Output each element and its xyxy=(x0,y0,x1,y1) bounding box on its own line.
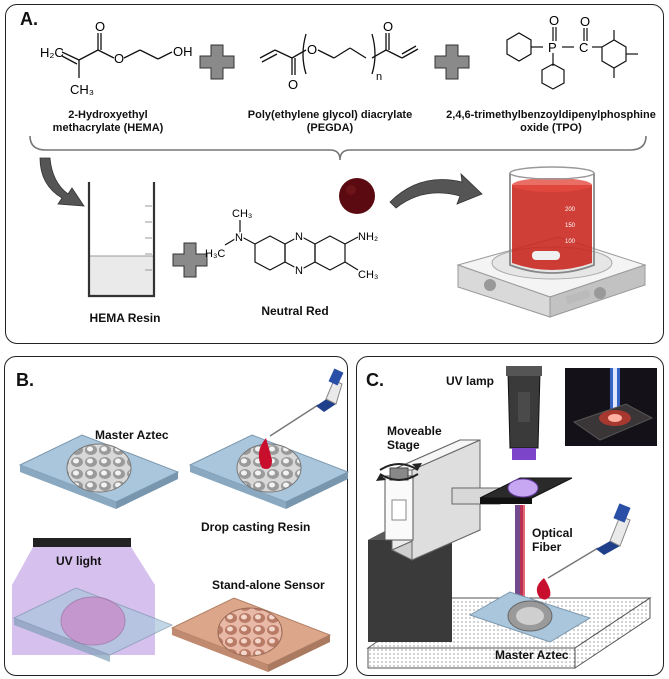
pegda-label: Poly(ethylene glycol) diacrylate (PEGDA) xyxy=(225,109,435,135)
curved-arrow xyxy=(389,172,483,209)
drop-casting-slide xyxy=(188,368,350,509)
neutral-red-dye-dot xyxy=(339,178,375,214)
hema-atom-ch3: CH₃ xyxy=(70,82,94,97)
resin-beaker xyxy=(87,182,156,298)
tpo-atom-p: P xyxy=(548,40,557,55)
pegda-atom-o1: O xyxy=(288,77,298,92)
nr-atom-ch3-top: CH₃ xyxy=(232,208,252,220)
beaker-mark-100: 100 xyxy=(565,239,576,245)
pegda-atom-o2: O xyxy=(307,42,317,57)
pegda-atom-n: n xyxy=(376,71,382,83)
uv-light-label: UV light xyxy=(56,554,102,568)
moveable-stage-label: Moveable Stage xyxy=(387,424,442,452)
panel-c-label: C. xyxy=(366,370,384,390)
nr-atom-n-amine: N xyxy=(235,232,243,244)
moveable-stage-line1: Moveable xyxy=(387,424,442,438)
hema-atom-h2c: H₂C xyxy=(40,45,64,60)
panel-c-master-aztec-label: Master Aztec xyxy=(495,648,569,662)
hema-atom-o-ester: O xyxy=(114,51,124,66)
hema-atom-o-carbonyl: O xyxy=(95,19,105,34)
panel-b-label: B. xyxy=(16,370,34,390)
plus-icon xyxy=(199,44,235,80)
hema-label-line1: 2-Hydroxyethyl xyxy=(68,109,148,121)
beaker-mark-150: 150 xyxy=(565,223,576,229)
pegda-atom-o3: O xyxy=(383,19,393,34)
stirring-hotplate: 200 150 100 xyxy=(456,166,647,318)
tpo-label: 2,4,6-trimethylbenzoyldipenylphosphine o… xyxy=(440,109,662,135)
nr-atom-n-top: N xyxy=(295,231,303,243)
master-aztec-label: Master Aztec xyxy=(95,428,169,442)
nr-atom-nh2: NH₂ xyxy=(358,231,378,243)
moveable-stage-line2: Stage xyxy=(387,438,420,452)
standalone-sensor-label: Stand-alone Sensor xyxy=(212,578,325,592)
nr-atom-h3c: H₃C xyxy=(205,248,225,260)
master-aztec-slide xyxy=(18,434,180,509)
nr-atom-n-bottom: N xyxy=(295,265,303,277)
beaker-mark-200: 200 xyxy=(565,207,576,213)
hema-resin-label: HEMA Resin xyxy=(89,311,161,325)
tpo-atom-o-p: O xyxy=(549,13,559,28)
drop-casting-label: Drop casting Resin xyxy=(201,520,311,534)
uv-lamp-label: UV lamp xyxy=(446,374,495,388)
uv-exposure-setup xyxy=(12,538,174,662)
hema-atom-oh: OH xyxy=(173,44,193,59)
optical-fiber-line1: Optical xyxy=(532,526,573,540)
optical-fiber-label: Optical Fiber xyxy=(532,526,573,554)
hema-label: 2-Hydroxyethyl methacrylate (HEMA) xyxy=(28,109,188,135)
tpo-atom-c: C xyxy=(579,40,588,55)
hema-label-line2: methacrylate (HEMA) xyxy=(52,122,164,134)
plus-icon xyxy=(434,44,470,80)
pegda-label-line2: (PEGDA) xyxy=(306,122,354,134)
tpo-atom-o-c: O xyxy=(580,14,590,29)
pegda-label-line1: Poly(ethylene glycol) diacrylate xyxy=(247,109,413,121)
optical-fiber-line2: Fiber xyxy=(532,540,562,554)
tpo-label-line1: 2,4,6-trimethylbenzoyldipenylphosphine xyxy=(446,109,656,121)
curved-arrow xyxy=(39,157,85,207)
tpo-label-line2: oxide (TPO) xyxy=(520,122,582,134)
nr-atom-ch3-ring: CH₃ xyxy=(358,269,378,281)
neutral-red-label: Neutral Red xyxy=(261,304,329,318)
standalone-sensor-slide xyxy=(170,597,332,672)
plus-icon xyxy=(172,242,208,278)
panel-a-label: A. xyxy=(20,9,38,29)
